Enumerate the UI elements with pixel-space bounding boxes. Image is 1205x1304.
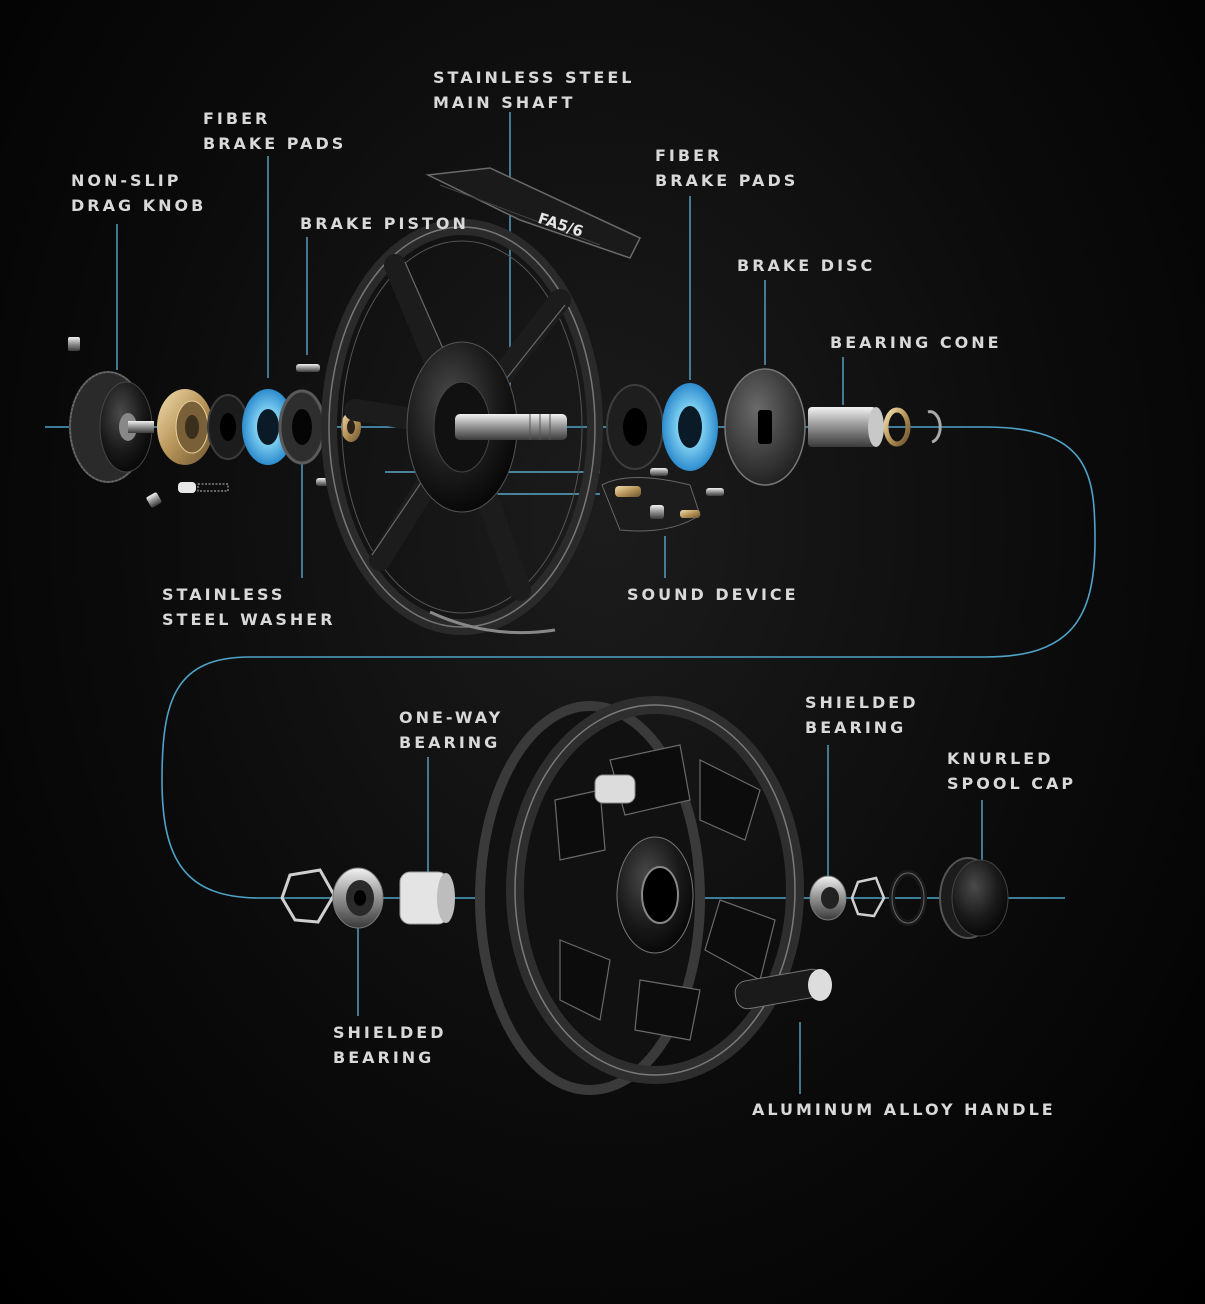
label-bearing-cone: BEARING CONE xyxy=(830,333,1002,352)
bearing-cone-icon xyxy=(808,407,884,447)
brake-disc-icon xyxy=(724,368,806,486)
main-shaft-icon xyxy=(455,414,567,440)
shielded-bearing-left-icon xyxy=(332,867,384,929)
label-brake-piston: BRAKE PISTON xyxy=(300,214,469,233)
label-aluminum-alloy-handle: ALUMINUM ALLOY HANDLE xyxy=(752,1100,1056,1119)
reel-frame-icon xyxy=(321,167,642,635)
handle-icon xyxy=(734,968,832,1010)
spring-icon xyxy=(197,483,229,492)
sound-device-icon xyxy=(601,468,724,532)
brass-bushing-icon xyxy=(157,389,213,465)
brass-ring-icon xyxy=(883,407,911,447)
label-brake-disc: BRAKE DISC xyxy=(737,256,876,275)
set-screw-bottom-icon xyxy=(146,492,162,508)
one-way-bearing-icon xyxy=(399,871,455,925)
spool-clip-icon xyxy=(280,868,336,924)
assembly-axis-line xyxy=(45,426,1096,899)
shielded-bearing-right-icon xyxy=(809,875,847,921)
e-clip-icon xyxy=(927,410,942,444)
brake-piston-pin-icon xyxy=(296,364,320,372)
knurled-spool-cap-icon xyxy=(939,857,1009,939)
stainless-steel-washer-icon xyxy=(278,389,326,465)
set-screw-top-icon xyxy=(68,337,80,351)
spool-icon xyxy=(475,696,804,1095)
spool-clip-right-icon xyxy=(850,876,886,918)
label-sound-device: SOUND DEVICE xyxy=(627,585,799,604)
spring-pin-icon xyxy=(178,482,196,493)
fiber-brake-pad-left-icon xyxy=(242,389,294,465)
drag-knob-icon xyxy=(69,371,154,483)
fiber-brake-pad-right-icon xyxy=(662,383,718,471)
